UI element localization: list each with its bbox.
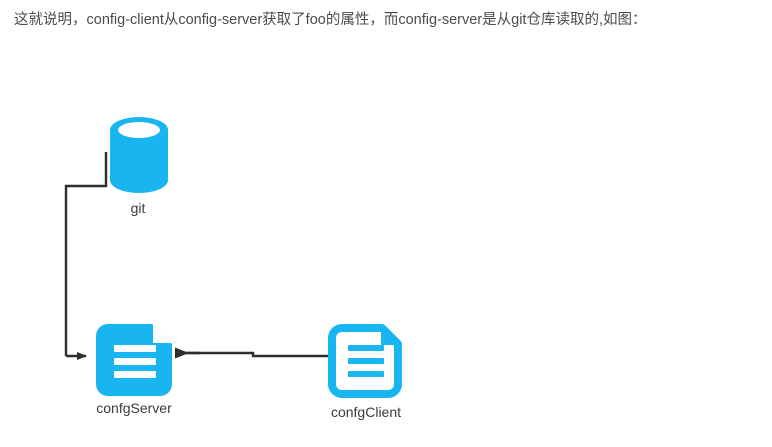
architecture-diagram: git confgServer confgClient: [0, 40, 772, 442]
node-git[interactable]: [110, 117, 168, 193]
node-confgclient[interactable]: [328, 324, 402, 398]
document-outline-line-1: [348, 345, 384, 351]
document-line-3: [114, 371, 156, 378]
edge-git-to-confgserver-path: [64, 152, 108, 356]
intro-paragraph: 这就说明，config-client从config-server获取了foo的属…: [14, 12, 647, 28]
diagram-svg: [64, 117, 402, 398]
document-line-1: [114, 345, 156, 352]
document-outline-line-3: [348, 371, 384, 377]
cylinder-body: [110, 130, 168, 193]
document-filled-icon: [96, 324, 172, 396]
document-outline-line-2: [348, 358, 384, 364]
node-label-confgserver: confgServer: [96, 400, 172, 416]
cylinder-top-inner: [118, 122, 160, 138]
database-cylinder-icon: [110, 117, 168, 193]
edge-confgclient-to-confgserver-path: [186, 351, 330, 358]
node-label-confgclient: confgClient: [330, 404, 402, 420]
edge-git-to-confgserver: [64, 152, 108, 360]
document-line-2: [114, 358, 156, 365]
node-label-git: git: [130, 200, 146, 216]
edge-confgclient-to-confgserver: [175, 347, 330, 359]
document-outline-icon: [328, 324, 402, 398]
node-confgserver[interactable]: [96, 324, 172, 396]
document-outline-fold-corner: [381, 329, 397, 345]
document-fold-corner: [153, 325, 171, 343]
